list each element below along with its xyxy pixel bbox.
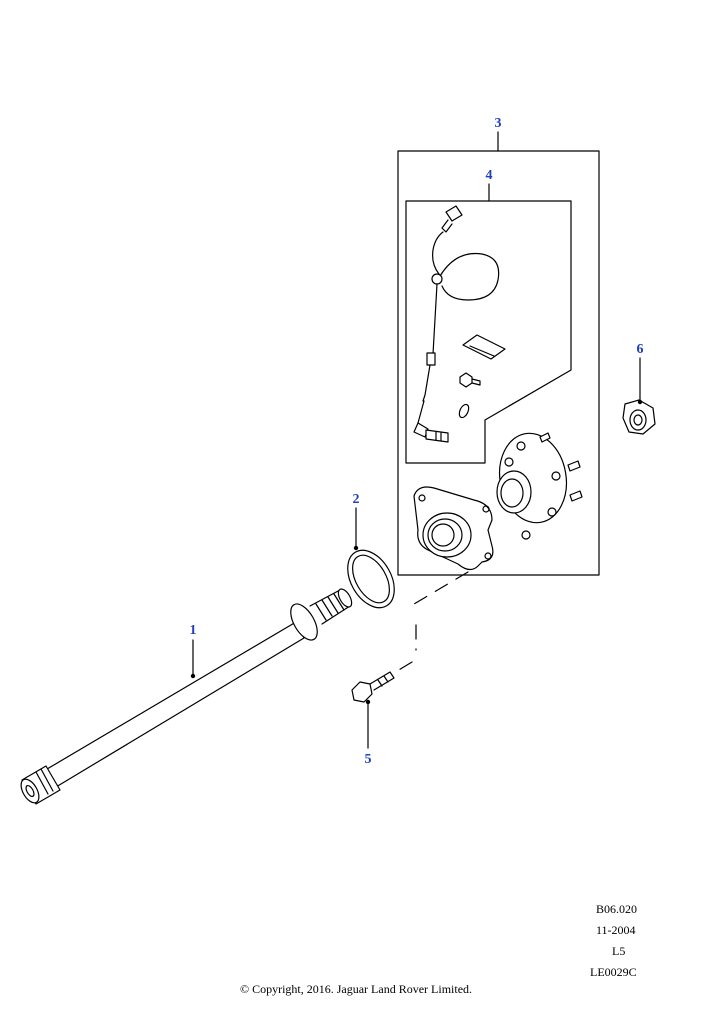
- illustration-id: LE0029C: [590, 965, 637, 979]
- o-ring-seal: [347, 549, 395, 609]
- hub-nut: [622, 399, 656, 435]
- grease-sachet: [462, 334, 506, 360]
- bearing-housing: [413, 486, 494, 571]
- callout-1[interactable]: 1: [190, 623, 197, 638]
- leader-dots: [190, 399, 643, 705]
- drive-shaft: [20, 588, 353, 805]
- callout-2[interactable]: 2: [353, 492, 360, 507]
- callout-5[interactable]: 5: [365, 752, 372, 767]
- reference-level: L5: [612, 944, 626, 958]
- kit-3-outline: [397, 150, 600, 576]
- callout-6[interactable]: 6: [637, 342, 644, 357]
- alignment-dashes: [391, 571, 469, 675]
- hex-bolt: [351, 671, 395, 703]
- copyright-notice: © Copyright, 2016. Jaguar Land Rover Lim…: [239, 982, 473, 996]
- sensor-screw: [459, 372, 481, 388]
- sensor-o-ring: [458, 403, 470, 419]
- wheel-hub: [496, 432, 583, 540]
- leader-lines: [192, 131, 641, 749]
- reference-date: 11-2004: [596, 923, 636, 937]
- callout-4[interactable]: 4: [486, 168, 493, 183]
- callout-3[interactable]: 3: [495, 116, 502, 131]
- abs-sensor: [413, 205, 500, 443]
- kit-4-outline: [405, 200, 572, 464]
- reference-code: B06.020: [596, 902, 638, 916]
